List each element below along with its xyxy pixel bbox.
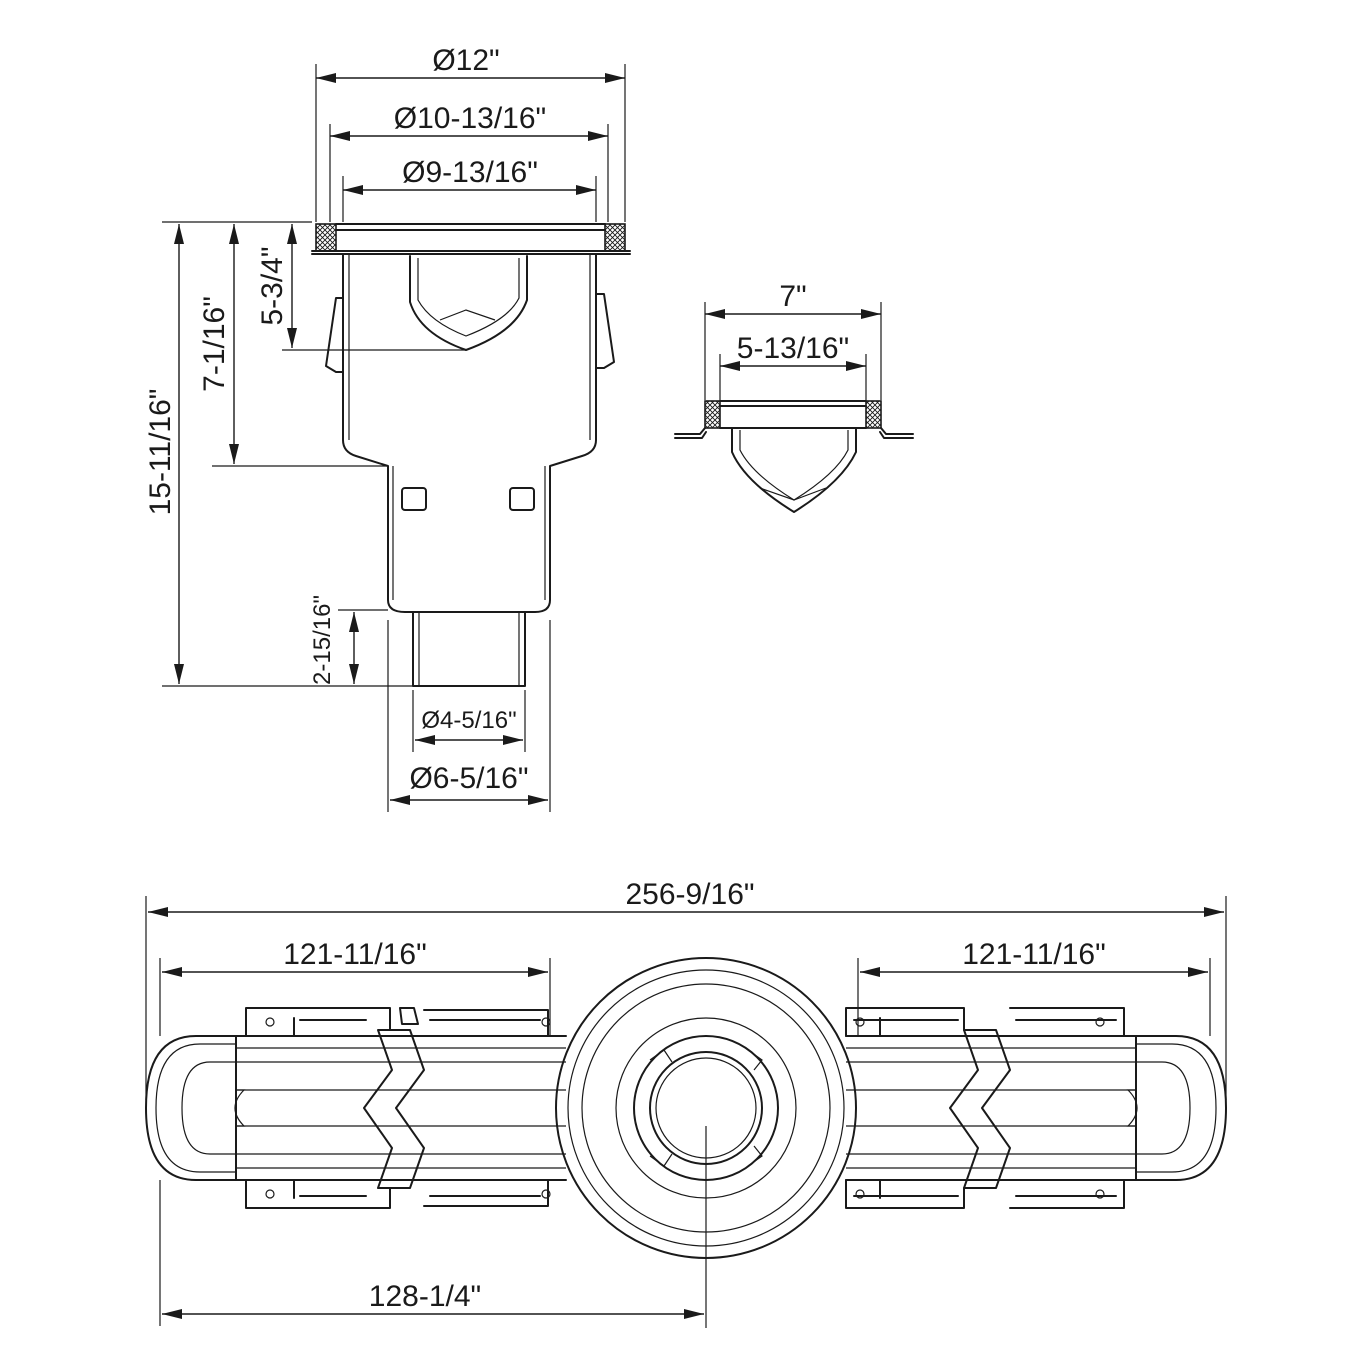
dim-center-offset: 128-1/4" <box>369 1280 481 1313</box>
dim-outer-ring-diameter: Ø10-13/16" <box>394 102 546 135</box>
dim-total-length: 256-9/16" <box>625 878 754 911</box>
dim-body-height: 7-1/16" <box>198 296 231 392</box>
dim-spigot-height: 2-15/16" <box>309 595 336 685</box>
dim-spigot-inner-diameter: Ø4-5/16" <box>421 707 516 734</box>
dim-right-section-length: 121-11/16" <box>962 938 1106 971</box>
dim-section-inner-width: 5-13/16" <box>737 332 849 365</box>
dim-inlet-height: 5-3/4" <box>256 246 289 325</box>
dim-total-height: 15-11/16" <box>144 389 177 516</box>
section-view-dimensions <box>704 302 882 400</box>
dim-spigot-outer-diameter: Ø6-5/16" <box>409 762 528 795</box>
section-view <box>674 400 914 513</box>
plan-view <box>145 957 1227 1290</box>
dim-section-outer-width: 7" <box>779 280 806 313</box>
side-view-dimensions <box>162 64 626 812</box>
side-view <box>311 223 631 687</box>
dim-flange-diameter: Ø12" <box>432 44 499 77</box>
dim-left-section-length: 121-11/16" <box>283 938 427 971</box>
dim-inner-ring-diameter: Ø9-13/16" <box>402 156 538 189</box>
plan-view-dimensions <box>145 896 1227 1328</box>
